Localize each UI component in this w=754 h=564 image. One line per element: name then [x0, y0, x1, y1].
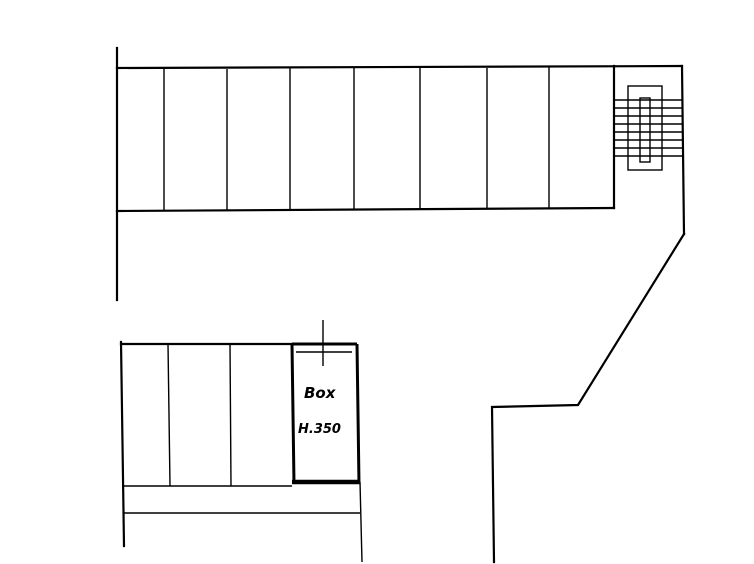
stair-treads — [614, 99, 682, 157]
right-outer-wall — [680, 64, 686, 236]
box-label: Box — [304, 384, 337, 402]
parking-divider — [167, 343, 171, 487]
staircase — [614, 85, 682, 171]
ramp-wall — [490, 232, 686, 564]
box-height-label: H.350 — [298, 422, 341, 437]
highlighted-box: Box H.350 — [290, 320, 361, 485]
left-lower-wall — [119, 340, 126, 548]
lower-parking-row — [119, 342, 363, 563]
parking-divider — [229, 343, 232, 487]
upper-parking-row — [115, 64, 684, 213]
